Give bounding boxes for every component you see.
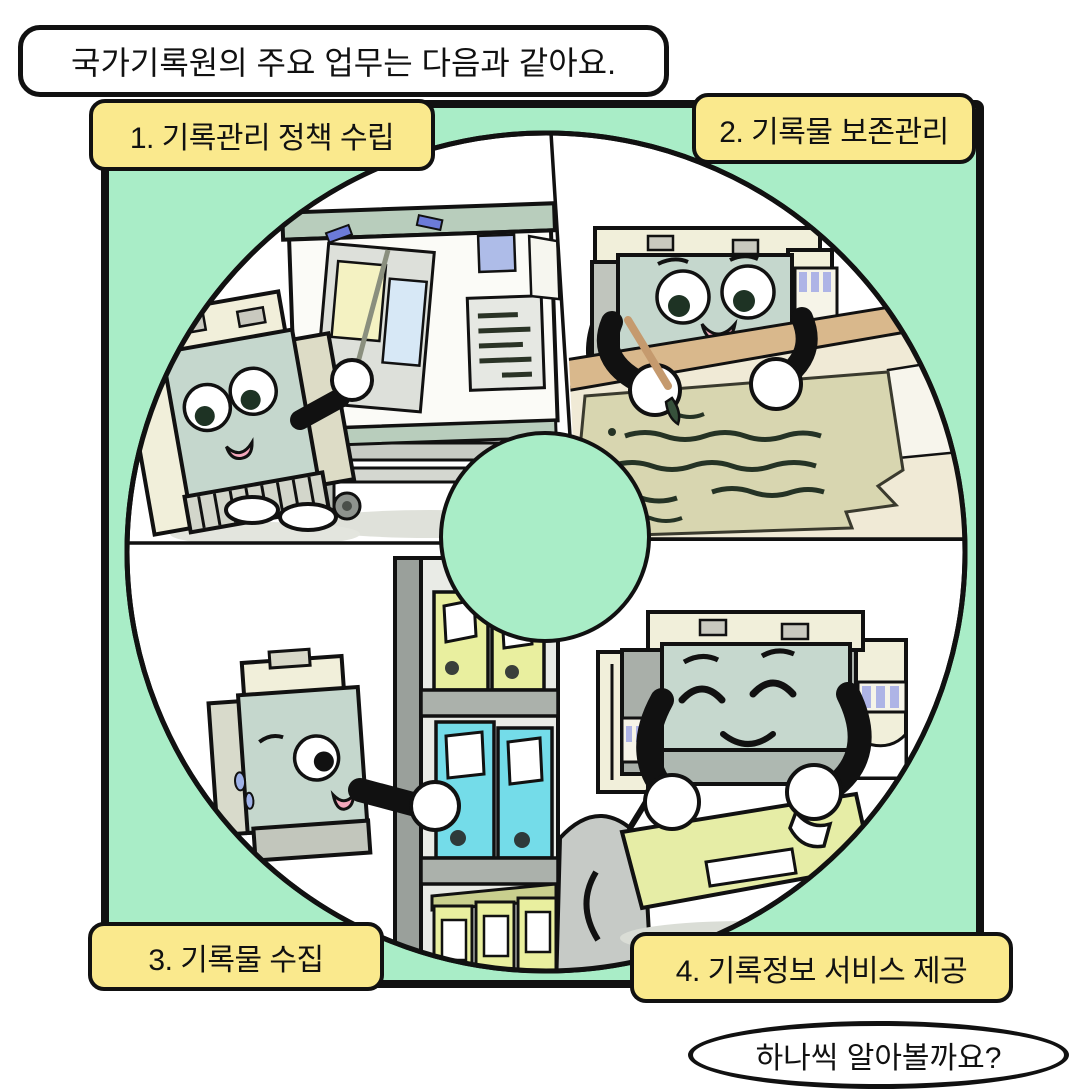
duty-label-1: 1. 기록관리 정책 수립 — [89, 99, 435, 171]
outro-speech-text: 하나씩 알아볼까요? — [755, 1042, 1002, 1075]
pointer-hand — [330, 358, 374, 402]
divider-horizontal — [129, 537, 963, 545]
outro-speech-bubble: 하나씩 알아볼까요? — [688, 1021, 1069, 1089]
divider-vertical — [549, 135, 572, 437]
intro-speech-bubble: 국가기록원의 주요 업무는 다음과 같아요. — [18, 25, 669, 97]
duty-label-1-text: 1. 기록관리 정책 수립 — [129, 122, 395, 155]
writing-brush — [624, 316, 681, 426]
duty-label-3-text: 3. 기록물 수집 — [148, 943, 324, 977]
archive-shelf — [393, 556, 560, 969]
gripping-hand — [409, 780, 461, 832]
quadrant-2-preservation-scene — [551, 226, 963, 541]
wheel-center-hub — [439, 431, 651, 643]
duty-label-2: 2. 기록물 보존관리 — [692, 93, 976, 164]
quadrant-4-service-scene — [556, 610, 908, 969]
duty-label-4: 4. 기록정보 서비스 제공 — [630, 932, 1013, 1003]
duty-label-3: 3. 기록물 수집 — [88, 922, 384, 991]
duty-label-2-text: 2. 기록물 보존관리 — [719, 115, 949, 149]
duty-label-4-text: 4. 기록정보 서비스 제공 — [675, 954, 968, 988]
intro-speech-text: 국가기록원의 주요 업무는 다음과 같아요. — [71, 45, 616, 81]
archive-box-robot-reaching — [206, 647, 373, 863]
quadrant-3-collection-scene — [206, 556, 560, 969]
small-binders — [430, 882, 558, 969]
